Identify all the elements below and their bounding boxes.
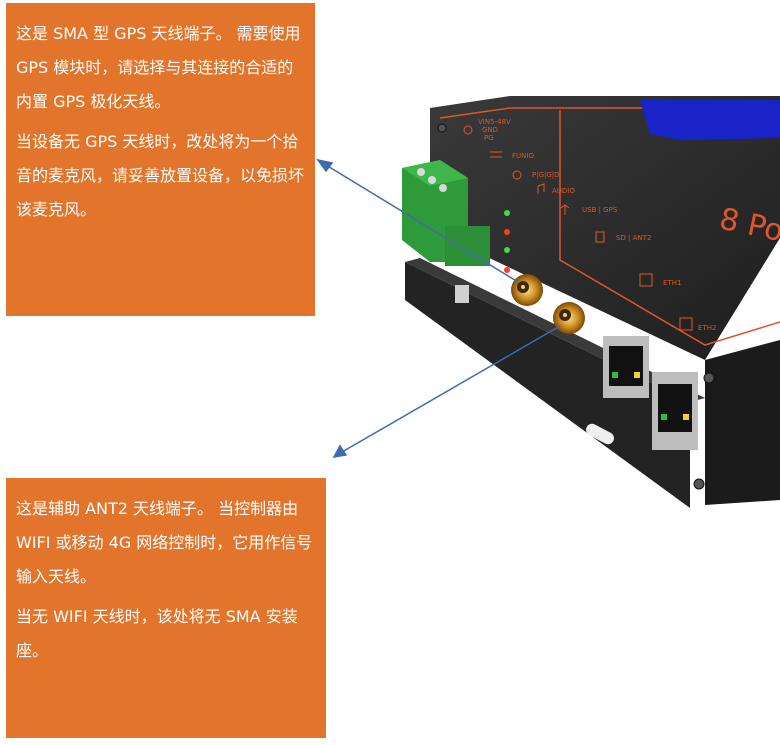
terminal-block <box>402 160 490 303</box>
funio-label: FUNIO <box>512 152 534 160</box>
led-green-1 <box>504 210 510 216</box>
screw <box>437 123 447 133</box>
sma-gps-connector <box>511 274 543 306</box>
sd-ant2-label: SD | ANT2 <box>616 234 651 242</box>
screw <box>703 372 715 384</box>
device-front-face <box>705 340 780 505</box>
arrow-to-ant2 <box>341 325 561 453</box>
eth-port-2 <box>652 372 698 450</box>
gps-callout-para2: 当设备无 GPS 天线时，改处将为一个拾音的麦克风，请妥善放置设备，以免损坏该麦… <box>16 132 305 219</box>
audio-label: AUDIO <box>552 187 575 195</box>
gps-antenna-callout: 这是 SMA 型 GPS 天线端子。 需要使用 GPS 模块时，请选择与其连接的… <box>6 3 315 316</box>
power-label-1: VIN5-48V <box>478 118 511 126</box>
arrow-to-gps <box>325 164 519 283</box>
eth2-label: ETH2 <box>698 324 716 332</box>
eth1-label: ETH1 <box>663 279 681 287</box>
eth2-icon <box>679 317 693 331</box>
display-screen <box>640 100 780 140</box>
sd-card-icon <box>595 231 605 243</box>
power-label-2: GND <box>482 126 498 134</box>
usb-icon <box>560 204 570 215</box>
screw <box>693 478 705 490</box>
sma-ant2-connector <box>553 302 585 334</box>
ant2-callout-para1: 这是辅助 ANT2 天线端子。 当控制器由 WIFI 或移动 4G 网络控制时，… <box>16 499 313 586</box>
power-icon <box>463 125 473 135</box>
pgid-icon <box>512 170 522 180</box>
ant2-antenna-callout: 这是辅助 ANT2 天线端子。 当控制器由 WIFI 或移动 4G 网络控制时，… <box>6 478 326 738</box>
funio-icon <box>490 151 502 158</box>
usb-gps-label: USB | GPS <box>582 206 618 214</box>
eth1-icon <box>639 273 653 287</box>
gps-callout-para1: 这是 SMA 型 GPS 天线端子。 需要使用 GPS 模块时，请选择与其连接的… <box>16 24 301 111</box>
device-side-face <box>430 96 780 360</box>
mounting-flange <box>405 262 690 508</box>
power-label-3: PG <box>484 134 494 142</box>
led-green-2 <box>504 247 510 253</box>
flange-slot <box>586 423 614 445</box>
led-red-2 <box>504 267 510 273</box>
audio-icon <box>537 183 545 194</box>
eth-port-1 <box>603 336 649 398</box>
ant2-callout-para2: 当无 WIFI 天线时，该处将无 SMA 安装座。 <box>16 607 298 660</box>
led-red-1 <box>504 229 510 235</box>
pgid-label: P|G|G|D <box>532 171 560 179</box>
